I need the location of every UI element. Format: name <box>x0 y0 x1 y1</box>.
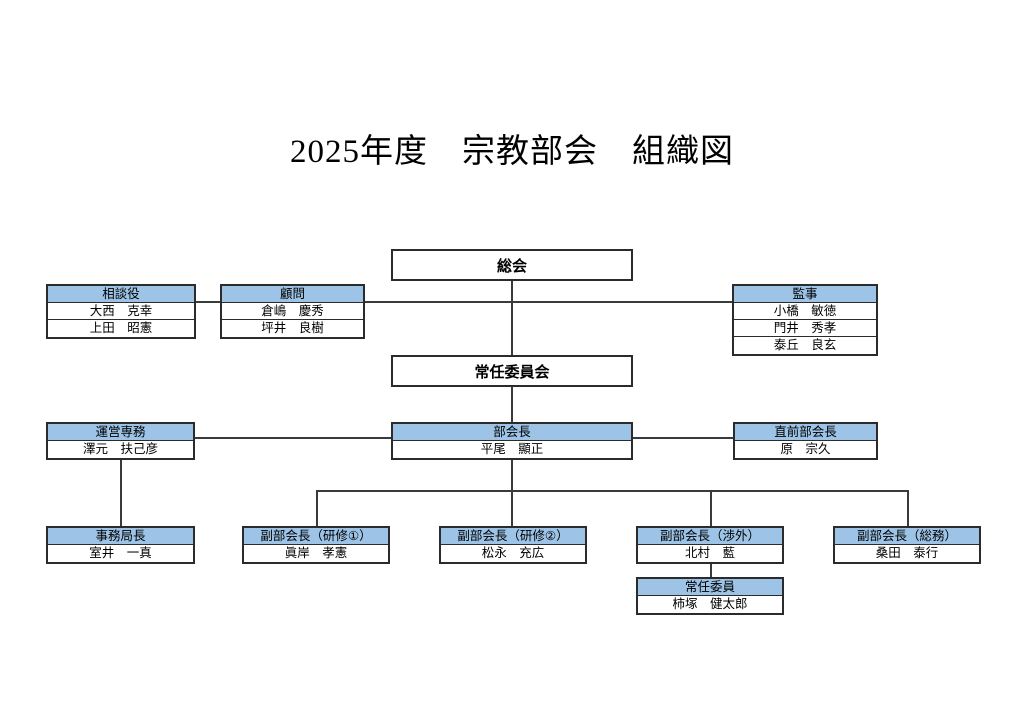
node-standing-member-member-1: 柿塚 健太郎 <box>638 596 782 613</box>
node-vice-chief-general-affairs-member-1: 桑田 泰行 <box>835 545 979 562</box>
node-vice-chief-training2-member-1: 松永 充広 <box>441 545 585 562</box>
node-managing-director-member-1: 澤元 扶己彦 <box>48 441 193 458</box>
connector-bus-to-training1 <box>316 490 318 531</box>
node-vice-chief-training2[interactable]: 副部会長（研修②） 松永 充広 <box>439 526 587 564</box>
node-managing-director-header: 運営専務 <box>48 424 193 441</box>
connector-officers-crossbar <box>194 437 391 439</box>
node-standing-committee[interactable]: 常任委員会 <box>391 355 633 387</box>
connector-managing-to-secretary <box>120 455 122 531</box>
node-auditor-member-1: 小橋 敏徳 <box>734 303 876 320</box>
node-counselor-header: 相談役 <box>48 286 194 303</box>
node-vice-chief-training1-header: 副部会長（研修①） <box>244 528 388 545</box>
node-general-assembly[interactable]: 総会 <box>391 249 633 281</box>
node-past-chief-member-1: 原 宗久 <box>735 441 876 458</box>
connector-counselor-to-advisor <box>196 301 242 303</box>
node-general-assembly-label: 総会 <box>496 257 527 275</box>
connector-advisors-crossbar <box>364 301 775 303</box>
node-division-chief-member-1: 平尾 顯正 <box>393 441 631 458</box>
node-vice-chief-external-header: 副部会長（渉外） <box>638 528 782 545</box>
node-auditor-header: 監事 <box>734 286 876 303</box>
node-division-chief-header: 部会長 <box>393 424 631 441</box>
node-past-chief[interactable]: 直前部会長 原 宗久 <box>733 422 878 460</box>
node-vice-chief-training1-member-1: 眞岸 孝憲 <box>244 545 388 562</box>
node-vice-chief-training1[interactable]: 副部会長（研修①） 眞岸 孝憲 <box>242 526 390 564</box>
node-auditor-member-3: 泰丘 良玄 <box>734 337 876 354</box>
node-standing-member[interactable]: 常任委員 柿塚 健太郎 <box>636 577 784 615</box>
connector-assembly-to-standing <box>511 281 513 355</box>
node-vice-chief-general-affairs[interactable]: 副部会長（総務） 桑田 泰行 <box>833 526 981 564</box>
node-vice-chief-training2-header: 副部会長（研修②） <box>441 528 585 545</box>
node-secretary-general[interactable]: 事務局長 室井 一真 <box>46 526 195 564</box>
node-standing-member-header: 常任委員 <box>638 579 782 596</box>
connector-standing-to-chief <box>511 387 513 423</box>
node-counselor[interactable]: 相談役 大西 克幸 上田 昭憲 <box>46 284 196 339</box>
connector-vicechiefs-bus <box>316 490 908 492</box>
connector-chief-down <box>511 455 513 531</box>
connector-bus-to-general-affairs <box>907 490 909 531</box>
page-title: 2025年度 宗教部会 組織図 <box>290 134 734 170</box>
node-vice-chief-general-affairs-header: 副部会長（総務） <box>835 528 979 545</box>
node-past-chief-header: 直前部会長 <box>735 424 876 441</box>
node-advisor-member-2: 坪井 良樹 <box>222 320 363 337</box>
node-advisor-header: 顧問 <box>222 286 363 303</box>
node-vice-chief-external-member-1: 北村 藍 <box>638 545 782 562</box>
node-standing-committee-label: 常任委員会 <box>474 363 550 381</box>
connector-external-to-member <box>710 561 712 581</box>
connector-pastchief-crossbar <box>632 437 734 439</box>
node-counselor-member-1: 大西 克幸 <box>48 303 194 320</box>
node-vice-chief-external[interactable]: 副部会長（渉外） 北村 藍 <box>636 526 784 564</box>
node-secretary-general-header: 事務局長 <box>48 528 193 545</box>
connector-bus-to-external <box>710 490 712 531</box>
node-secretary-general-member-1: 室井 一真 <box>48 545 193 562</box>
node-advisor-member-1: 倉嶋 慶秀 <box>222 303 363 320</box>
node-advisor[interactable]: 顧問 倉嶋 慶秀 坪井 良樹 <box>220 284 365 339</box>
node-counselor-member-2: 上田 昭憲 <box>48 320 194 337</box>
node-auditor[interactable]: 監事 小橋 敏徳 門井 秀孝 泰丘 良玄 <box>732 284 878 356</box>
node-auditor-member-2: 門井 秀孝 <box>734 320 876 337</box>
node-managing-director[interactable]: 運営専務 澤元 扶己彦 <box>46 422 195 460</box>
node-division-chief[interactable]: 部会長 平尾 顯正 <box>391 422 633 460</box>
